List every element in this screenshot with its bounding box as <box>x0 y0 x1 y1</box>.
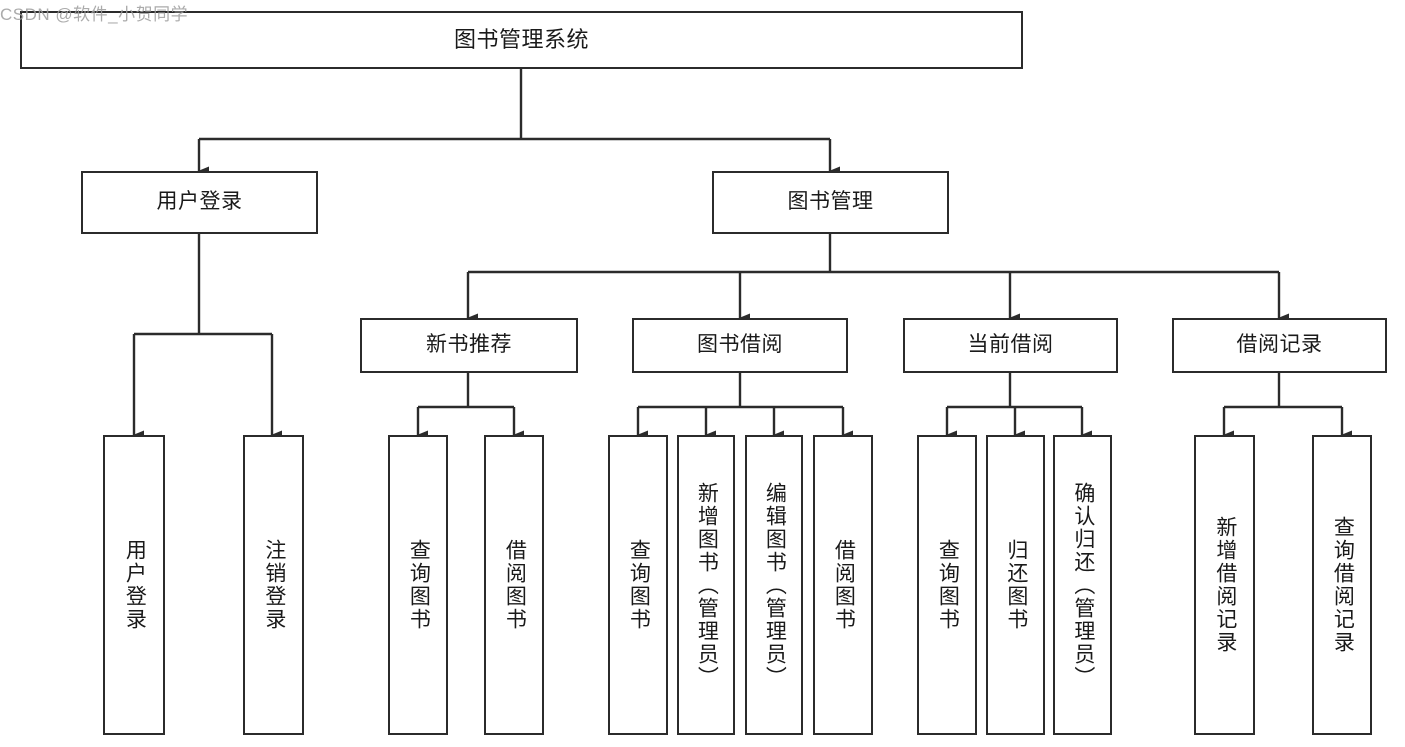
node-leaf-return-book: 归还图书 <box>986 435 1045 735</box>
node-label: 查询图书 <box>407 539 431 631</box>
node-book-borrow: 图书借阅 <box>632 318 848 373</box>
node-label: 新增借阅记录 <box>1213 516 1237 654</box>
node-new-book-recommend: 新书推荐 <box>360 318 578 373</box>
node-label: 新增图书（管理员） <box>695 481 719 689</box>
node-borrow-record: 借阅记录 <box>1172 318 1387 373</box>
node-label: 查询借阅记录 <box>1331 516 1355 654</box>
node-label: 新书推荐 <box>426 333 512 357</box>
node-label: 图书管理系统 <box>453 27 589 53</box>
node-label: 借阅记录 <box>1236 333 1323 357</box>
node-book-manage: 图书管理 <box>712 171 949 234</box>
node-label: 图书管理 <box>787 190 874 214</box>
node-leaf-query-book-1: 查询图书 <box>388 435 448 735</box>
node-leaf-logout: 注销登录 <box>243 435 304 735</box>
node-label: 确认归还（管理员） <box>1071 481 1095 689</box>
wire-group <box>132 69 1352 440</box>
node-leaf-query-book-2: 查询图书 <box>608 435 668 735</box>
node-leaf-confirm-return: 确认归还（管理员） <box>1053 435 1112 735</box>
node-label: 用户登录 <box>123 539 147 631</box>
node-label: 借阅图书 <box>503 539 527 631</box>
node-label: 当前借阅 <box>967 333 1054 357</box>
watermark-text: CSDN @软件_小贺同学 <box>0 5 189 24</box>
node-leaf-edit-book: 编辑图书（管理员） <box>745 435 803 735</box>
node-leaf-borrow-book-2: 借阅图书 <box>813 435 873 735</box>
node-current-borrow: 当前借阅 <box>903 318 1118 373</box>
node-leaf-add-record: 新增借阅记录 <box>1194 435 1255 735</box>
node-label: 编辑图书（管理员） <box>763 481 787 689</box>
node-label: 查询图书 <box>936 539 960 631</box>
node-label: 图书借阅 <box>697 333 783 357</box>
node-label: 借阅图书 <box>832 539 856 631</box>
node-label: 查询图书 <box>627 539 651 631</box>
node-leaf-borrow-book-1: 借阅图书 <box>484 435 544 735</box>
node-label: 用户登录 <box>156 190 243 214</box>
node-user-login: 用户登录 <box>81 171 318 234</box>
node-leaf-user-login: 用户登录 <box>103 435 165 735</box>
node-leaf-add-book: 新增图书（管理员） <box>677 435 735 735</box>
node-label: 归还图书 <box>1004 539 1028 631</box>
node-leaf-query-record: 查询借阅记录 <box>1312 435 1372 735</box>
node-label: 注销登录 <box>262 539 286 631</box>
node-root: 图书管理系统 <box>20 11 1023 69</box>
node-leaf-query-book-3: 查询图书 <box>917 435 977 735</box>
